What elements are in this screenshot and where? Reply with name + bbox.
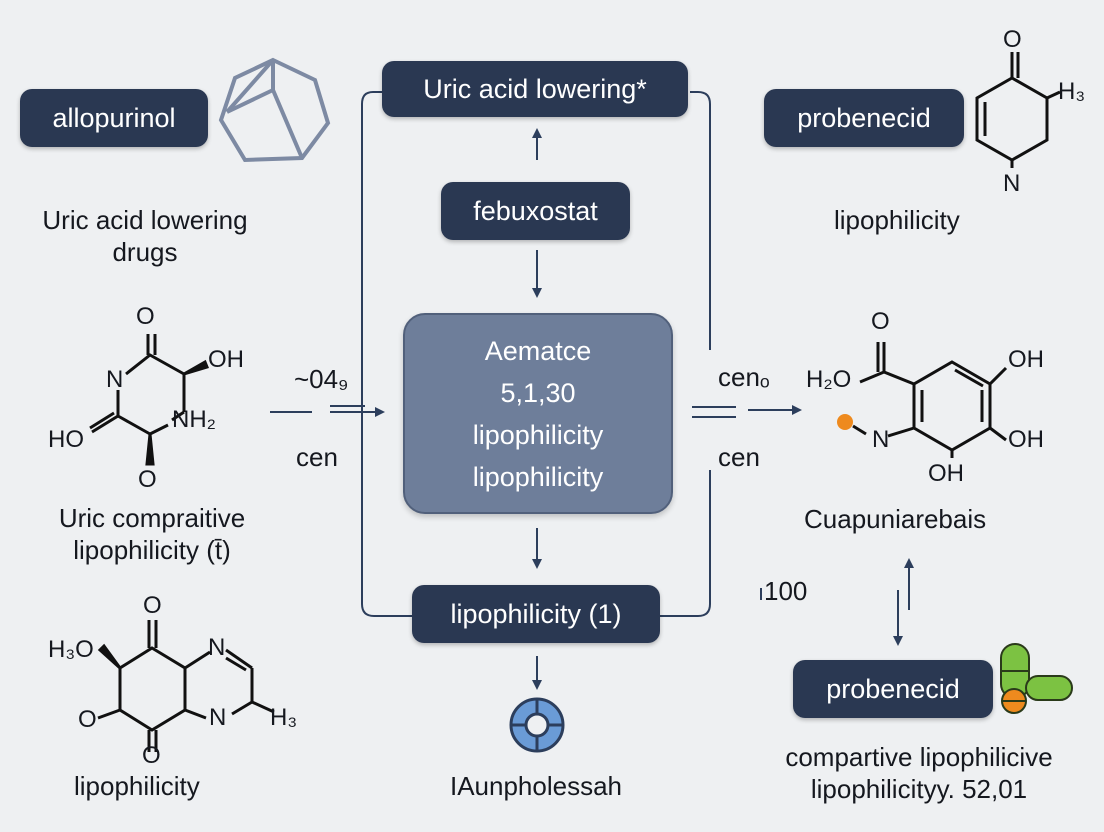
pyridinone-h3: H₃	[1058, 78, 1086, 105]
pyridinone-structure	[975, 52, 1061, 168]
bottom-center-label: IAunpholessah	[449, 771, 623, 801]
left-caption-2: Uric compraitive lipophilicity (t̄)	[18, 502, 286, 566]
heptagon-icon	[218, 57, 331, 163]
right-arrow-label-bottom: cen	[718, 442, 760, 472]
top-box-uric-acid-lowering[interactable]: Uric acid lowering*	[382, 61, 688, 117]
mol2-o-left: O	[78, 706, 97, 733]
mol1-n: N	[106, 366, 124, 393]
left-arrow-label-bottom: cen	[296, 442, 338, 472]
mol2-n2: N	[209, 704, 227, 731]
left-arrow-label-top: ~04₉	[294, 364, 349, 394]
left-caption-1: Uric acid lowering drugs	[10, 204, 280, 268]
center-line-4: lipophilicity	[472, 461, 604, 492]
mol3-o-top: O	[871, 308, 890, 335]
mol2-h3: H₃	[270, 704, 298, 731]
febuxostat-box[interactable]: febuxostat	[441, 182, 630, 240]
right-caption-2: Cuapuniarebais	[804, 504, 987, 534]
bottom-box-lipophilicity[interactable]: lipophilicity (1)	[412, 585, 660, 643]
mol3-n: N	[872, 426, 890, 453]
probenecid-top-box[interactable]: probenecid	[764, 89, 964, 147]
probenecid-bottom-box[interactable]: probenecid	[793, 660, 993, 718]
pyridinone-o: O	[1003, 26, 1022, 53]
right-caption-1: lipophilicity	[834, 205, 960, 235]
mol3-oh-1: OH	[1008, 346, 1044, 373]
top-box-label: Uric acid lowering*	[423, 73, 647, 104]
mol1-o-bottom: O	[138, 466, 157, 493]
mol3-oh-2: OH	[1008, 426, 1044, 453]
center-line-1: Aematce	[484, 335, 592, 366]
molecule-2-structure	[97, 620, 275, 752]
allopurinol-label: allopurinol	[52, 102, 176, 133]
mol3-oh-3: OH	[928, 460, 964, 487]
right-caption-3-line2: lipophilicityy. 52,01	[810, 774, 1028, 804]
flow-frame	[361, 91, 711, 617]
right-number-label: 100	[764, 576, 808, 606]
center-line-3: lipophilicity	[472, 419, 604, 450]
right-caption-3: compartive lipophilicive lipophilicityy.…	[746, 741, 1092, 805]
mol1-nh2: NH₂	[172, 406, 216, 433]
probenecid-bottom-label: probenecid	[826, 673, 960, 704]
mol1-o-top: O	[136, 303, 155, 330]
molecule-1-structure	[89, 334, 209, 466]
probenecid-top-label: probenecid	[797, 102, 931, 133]
right-arrow-label-top: cenₒ	[718, 362, 770, 392]
mol2-o-bottom: O	[142, 742, 161, 769]
left-caption-3: lipophilicity	[74, 771, 200, 801]
mol1-ho: HO	[48, 426, 84, 453]
orange-atom-dot	[837, 414, 853, 430]
mol2-h3o: H₃O	[48, 636, 94, 663]
flow-arrows	[270, 128, 914, 690]
bottom-box-label: lipophilicity (1)	[450, 598, 622, 629]
allopurinol-box[interactable]: allopurinol	[20, 89, 208, 147]
center-line-2: 5,1,30	[500, 377, 576, 408]
mol1-oh: OH	[208, 346, 244, 373]
left-caption-2-line1: Uric compraitive	[58, 503, 246, 533]
left-caption-1-line2: drugs	[112, 237, 178, 267]
febuxostat-label: febuxostat	[473, 195, 598, 226]
center-box[interactable]: Aematce 5,1,30 lipophilicity lipophilici…	[403, 313, 673, 514]
mol2-o-top: O	[143, 592, 162, 619]
mol3-h2o: H₂O	[806, 366, 852, 393]
pyridinone-n: N	[1003, 170, 1021, 197]
left-caption-2-line2: lipophilicity (t̄)	[73, 535, 231, 565]
molecule-3-structure	[859, 342, 1008, 458]
ring-icon	[509, 697, 565, 753]
right-caption-3-line1: compartive lipophilicive	[785, 742, 1053, 772]
mol2-n1: N	[208, 634, 226, 661]
pills-icon	[1000, 643, 1073, 714]
left-caption-1-line1: Uric acid lowering	[42, 205, 248, 235]
